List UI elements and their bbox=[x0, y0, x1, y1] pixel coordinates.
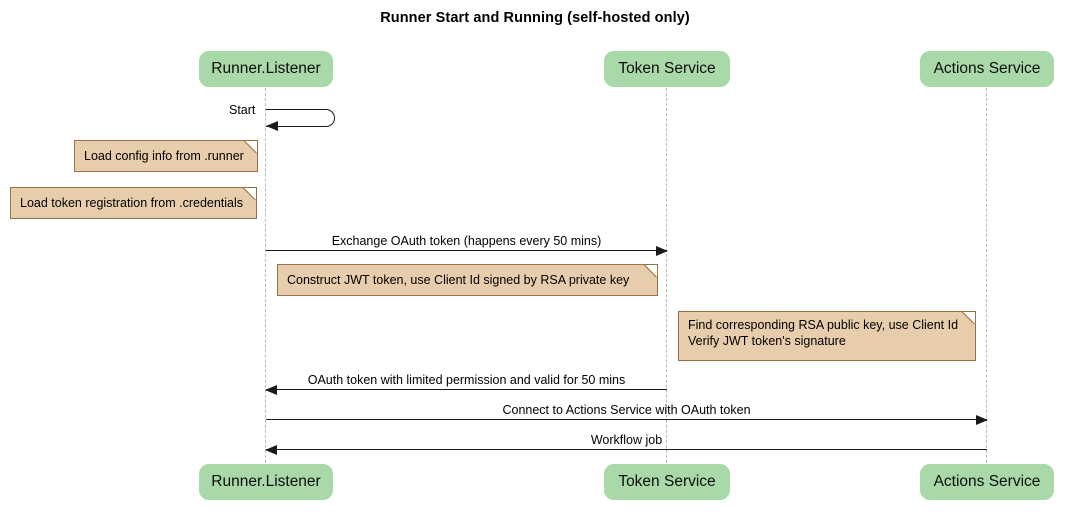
participant-top-runner-listener[interactable]: Runner.Listener bbox=[199, 51, 333, 87]
note-fold-corner-icon bbox=[244, 187, 257, 200]
arrowhead-left-icon bbox=[265, 385, 277, 395]
message-label-oauth-token-response: OAuth token with limited permission and … bbox=[307, 373, 626, 387]
message-label-connect-to-actions-service: Connect to Actions Service with OAuth to… bbox=[502, 403, 751, 417]
diagram-title: Runner Start and Running (self-hosted on… bbox=[380, 10, 690, 26]
note-fold-corner-icon bbox=[645, 264, 658, 277]
message-connect-to-actions-service bbox=[266, 415, 988, 425]
note-fold-corner-icon bbox=[963, 311, 976, 324]
note-text: Find corresponding RSA public key, use C… bbox=[688, 318, 959, 348]
note-verify-jwt-signature: Find corresponding RSA public key, use C… bbox=[678, 311, 976, 361]
note-text: Load config info from .runner bbox=[84, 149, 244, 163]
message-label-workflow-job: Workflow job bbox=[590, 433, 663, 447]
arrowhead-start-icon bbox=[266, 121, 278, 131]
self-message-start bbox=[266, 109, 335, 127]
participant-label: Token Service bbox=[618, 60, 716, 77]
arrowhead-right-icon bbox=[976, 415, 988, 425]
participant-label: Token Service bbox=[618, 473, 716, 490]
participant-top-actions-service[interactable]: Actions Service bbox=[920, 51, 1054, 87]
message-exchange-oauth-token bbox=[266, 246, 668, 256]
arrowhead-right-icon bbox=[656, 246, 668, 256]
arrowhead-left-icon bbox=[265, 445, 277, 455]
note-construct-jwt-token: Construct JWT token, use Client Id signe… bbox=[277, 264, 658, 296]
lifeline-runner-listener bbox=[265, 88, 266, 463]
message-workflow-job bbox=[265, 445, 987, 455]
participant-label: Runner.Listener bbox=[211, 60, 321, 77]
lifeline-token-service bbox=[666, 88, 667, 463]
message-oauth-token-response bbox=[265, 385, 667, 395]
participant-label: Actions Service bbox=[933, 473, 1041, 490]
participant-bottom-token-service[interactable]: Token Service bbox=[604, 464, 730, 500]
participant-label: Actions Service bbox=[933, 60, 1041, 77]
participant-bottom-runner-listener[interactable]: Runner.Listener bbox=[199, 464, 333, 500]
note-load-config: Load config info from .runner bbox=[74, 140, 258, 172]
note-text: Load token registration from .credential… bbox=[20, 196, 244, 210]
note-text: Construct JWT token, use Client Id signe… bbox=[287, 273, 630, 287]
message-label-exchange-oauth-token: Exchange OAuth token (happens every 50 m… bbox=[331, 234, 602, 248]
participant-bottom-actions-service[interactable]: Actions Service bbox=[920, 464, 1054, 500]
note-load-token-registration: Load token registration from .credential… bbox=[10, 187, 257, 219]
message-label-start: Start bbox=[229, 103, 256, 117]
participant-label: Runner.Listener bbox=[211, 473, 321, 490]
lifeline-actions-service bbox=[986, 88, 987, 463]
participant-top-token-service[interactable]: Token Service bbox=[604, 51, 730, 87]
note-fold-corner-icon bbox=[245, 140, 258, 153]
